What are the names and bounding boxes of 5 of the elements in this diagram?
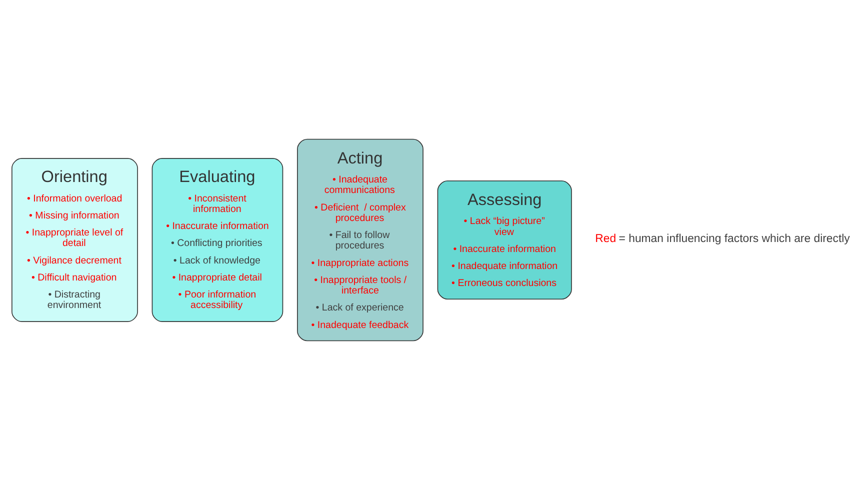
- label: Red = human influencing factors which are directly: [595, 232, 850, 245]
- node-box: Orienting • Information overload • Missing information • Inappropriate level of detail • Vigilance decrement • Difficult navigation • Distracting environment: [12, 158, 138, 322]
- node-box: Evaluating • Inconsistent information • Inaccurate information • Conflicting priorities • Lack of knowledge • Inappropriate detail • Poor information accessibility: [152, 158, 284, 322]
- node-box: Assessing • Lack “big picture” view • Inaccurate information • Inadequate information • Erroneous conclusions: [437, 180, 572, 300]
- node-box: Acting • Inadequate communications • Deficient / complex procedures • Fail to follow procedures • Inappropriate actions • Inappropriate tools / interface • Lack of experience • Inadequate feedback: [297, 138, 424, 341]
